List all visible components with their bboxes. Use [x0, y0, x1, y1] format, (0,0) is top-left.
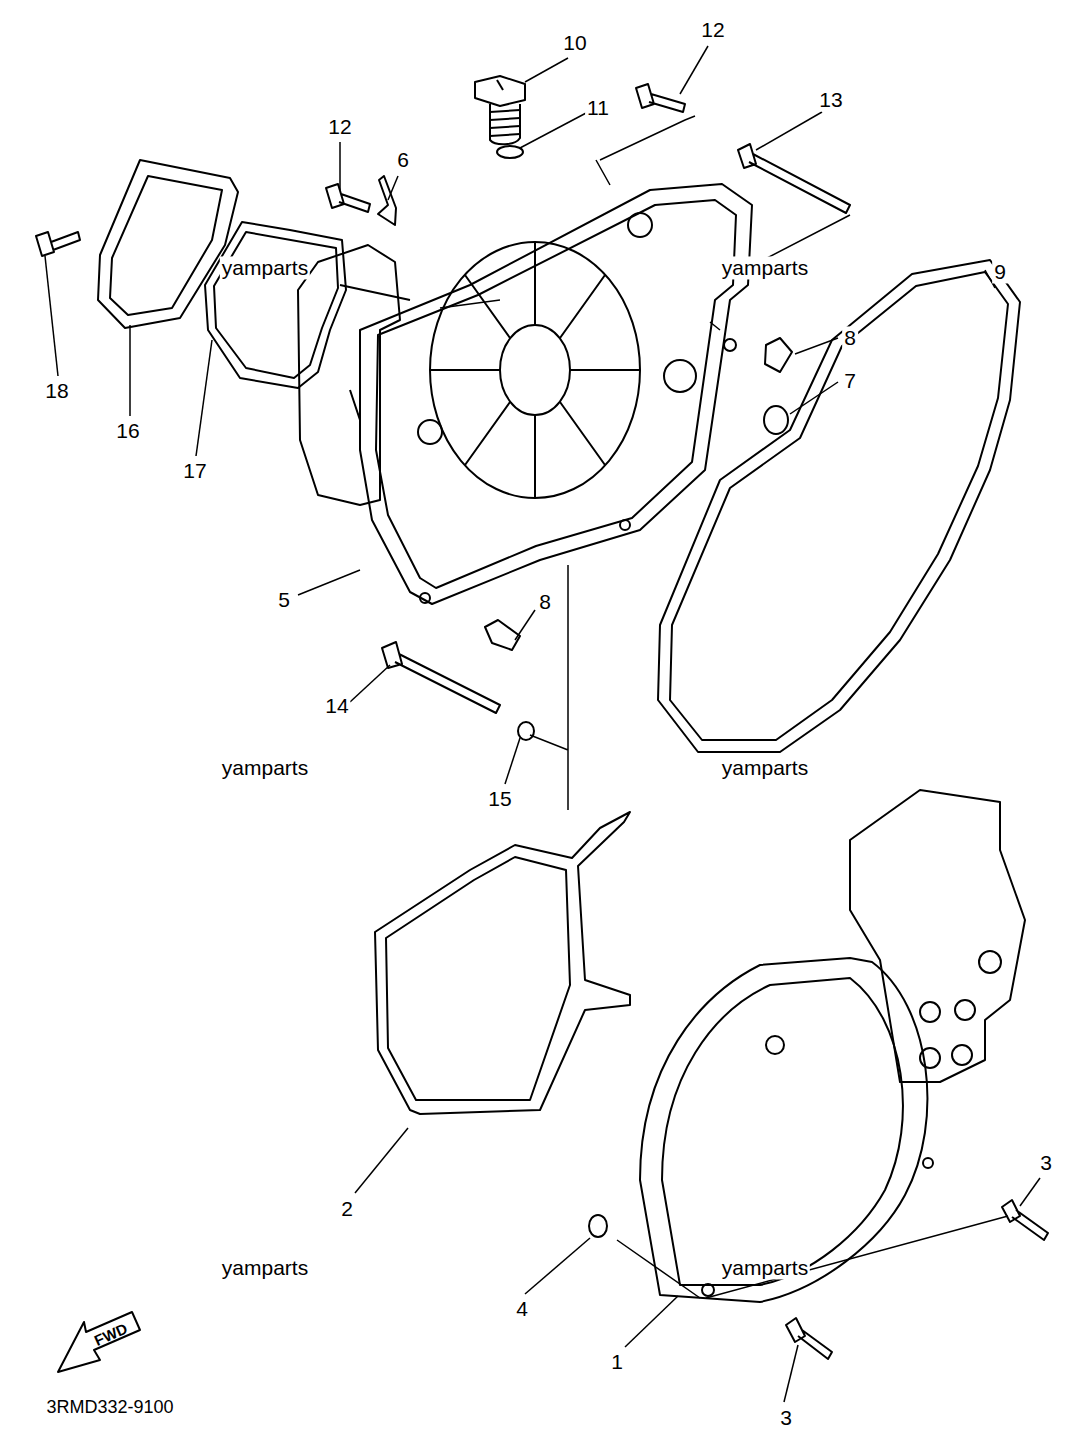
- callout-number: 17: [181, 459, 208, 482]
- sprocket-cover: [640, 790, 1025, 1302]
- watermark: yamparts: [720, 1256, 810, 1279]
- leader-line: [45, 46, 1040, 1402]
- callout-number: 16: [114, 419, 141, 442]
- callout-number: 12: [326, 115, 353, 138]
- cover-plate: [98, 160, 238, 328]
- arrow-label: FWD: [90, 1320, 132, 1351]
- oil-filler-plug: [475, 76, 525, 144]
- watermark: yamparts: [220, 256, 310, 279]
- seal: [764, 406, 788, 434]
- watermark: yamparts: [720, 256, 810, 279]
- gasket: [386, 857, 570, 1100]
- callout-number: 2: [339, 1197, 355, 1220]
- callout-number: 12: [699, 18, 726, 41]
- callout-number: 7: [842, 369, 858, 392]
- diagram-code: 3RMD332-9100: [44, 1398, 175, 1418]
- callout-number: 14: [323, 694, 350, 717]
- gasket: [670, 272, 1008, 740]
- gasket: [658, 260, 1020, 752]
- callout-number: 6: [395, 148, 411, 171]
- callout-number: 1: [609, 1350, 625, 1373]
- callout-number: 3: [778, 1406, 794, 1429]
- callout-number: 9: [992, 260, 1008, 283]
- callout-number: 13: [817, 88, 844, 111]
- o-ring: [497, 146, 523, 158]
- gasket: [205, 222, 346, 388]
- direction-arrow: [58, 1312, 140, 1372]
- callout-number: 18: [43, 379, 70, 402]
- watermark: yamparts: [220, 756, 310, 779]
- callout-number: 8: [842, 326, 858, 349]
- gasket: [375, 812, 630, 1114]
- crankcase-cover: [298, 184, 752, 604]
- clip: [378, 176, 396, 225]
- washer: [518, 722, 534, 740]
- watermark: yamparts: [220, 1256, 310, 1279]
- callout-number: 11: [585, 96, 611, 119]
- watermark: yamparts: [720, 756, 810, 779]
- callout-number: 8: [537, 590, 553, 613]
- callout-number: 3: [1038, 1151, 1054, 1174]
- callout-number: 4: [514, 1297, 530, 1320]
- bolt: [36, 84, 1048, 1359]
- gasket: [214, 232, 338, 378]
- callout-number: 5: [276, 588, 292, 611]
- dowel-pin: [485, 338, 792, 650]
- callout-number: 10: [561, 31, 588, 54]
- callout-number: 15: [486, 787, 513, 810]
- dowel-pin: [589, 1215, 607, 1237]
